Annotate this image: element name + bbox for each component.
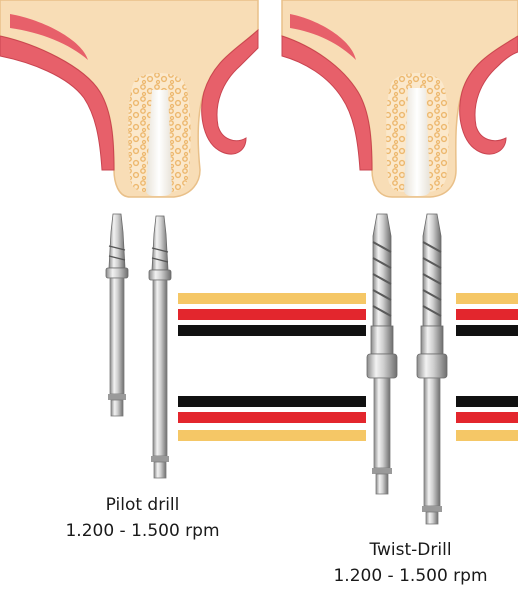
stripes-pilot-lower [178,396,366,441]
pilot-drill-caption: Pilot drill 1.200 - 1.500 rpm [40,492,245,544]
stripe-red [456,412,518,423]
twist-drill-caption: Twist-Drill 1.200 - 1.500 rpm [308,537,513,589]
twist-drill-speed: 1.200 - 1.500 rpm [308,563,513,589]
pilot-drill-name: Pilot drill [40,492,245,518]
stripe-black [456,325,518,336]
stripes-twist-lower [456,396,518,441]
stripe-gold [178,430,366,441]
stripe-black [456,396,518,407]
pilot-drill-speed: 1.200 - 1.500 rpm [40,518,245,544]
stripe-red [456,309,518,320]
osteotomy-right [404,88,430,196]
stripes-twist-upper [456,293,518,336]
stripe-gold [456,430,518,441]
stripe-black [178,396,366,407]
pilot-drill-long [149,216,171,478]
bone-section-pilot [0,0,258,197]
pilot-drill-short [106,214,128,416]
twist-drill-short [367,214,397,494]
twist-drill-name: Twist-Drill [308,537,513,563]
stripe-black [178,325,366,336]
stripe-gold [456,293,518,304]
stripe-red [178,309,366,320]
twist-drill-long [417,214,447,524]
stripes-pilot-upper [178,293,366,336]
bone-section-twist [282,0,518,197]
stripe-gold [178,293,366,304]
stripe-red [178,412,366,423]
